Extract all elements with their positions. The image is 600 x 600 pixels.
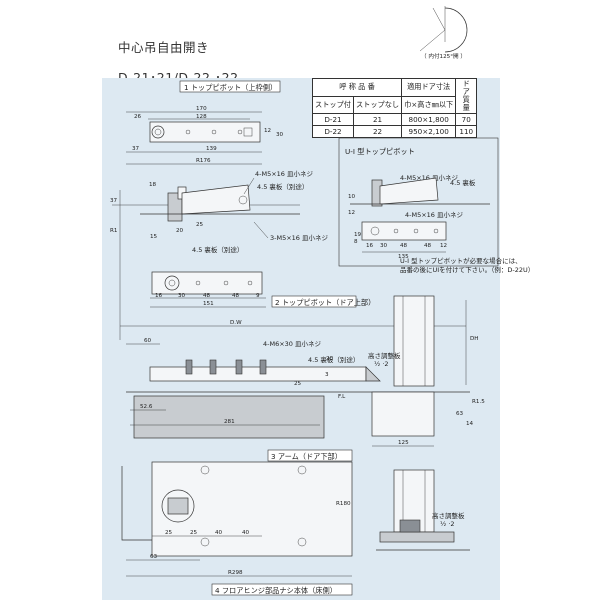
dimension-label: 52.6 [140,404,153,410]
section-3-label: 3 アーム（ドア下部） [271,452,342,461]
door-elevation: D.W DH 60 4-M6×30 皿小ネジ 4.5 裏板（別途） 高さ調整板 … [120,295,485,447]
dimension-label: 25 [196,222,204,228]
dimension-label: 60 [144,338,152,344]
dimension-label: 48 [232,293,240,299]
dimension-label: 170 [196,106,207,112]
dimension-label: 48 [424,243,432,249]
section-4-label: 4 フロアヒンジ部品ナシ本体（床側） [215,586,337,595]
dimension-label: 18 [149,182,157,188]
dimension-label: 15 [150,234,158,240]
dimension-label: ½ ·2 [374,360,389,368]
page-title: 中心吊自由開き [118,40,210,55]
ui-title: U-I 型トップピボット [345,147,415,156]
dimension-label: 4-M5×16 皿小ネジ [255,169,314,178]
dimension-label: R298 [228,570,243,576]
dimension-label: 40 [215,530,223,536]
dimension-label: 139 [206,146,217,152]
dimension-label: 高さ調整板 [432,511,465,520]
table-row: D-21 21 800×1,800 70 [312,113,478,126]
ui-type-top-pivot: U-I 型トップピボット 4-M5×16 皿小ネジ 4.5 裏板 10 12 4… [338,137,534,274]
dimension-label: 高さ調整板 [368,351,401,360]
dimension-label: 3 [325,372,329,378]
dimension-label: 30 [178,293,186,299]
section-1-label: 1 トップピボット（上枠側） [184,83,277,92]
spec-header-door-weight: ド ア 質 量 [455,78,478,114]
dimension-label: 128 [196,114,207,120]
dimension-label: 281 [224,419,235,425]
spec-header-name: 呼 称 品 番 [311,78,403,97]
dimension-label: 3-M5×16 皿小ネジ [270,233,329,242]
dimension-label: DH [470,336,479,342]
dimension-label: 19 [354,232,362,238]
dial-note: （ 内付125°開 ） [421,52,466,60]
dimension-label: 12 [440,243,447,249]
dimension-label: F.L [338,394,346,400]
dimension-label: 48 [400,243,408,249]
dimension-label: 63 [150,554,158,560]
dimension-label: R1 [110,228,118,234]
dimension-label: 10 [348,194,356,200]
dimension-label: 48 [203,293,211,299]
dimension-label: 25 [190,530,198,536]
dimension-label: R1.5 [472,399,485,405]
spec-header-with-stop: ストップ付 [312,95,354,114]
dimension-label: 4-M5×16 皿小ネジ [405,210,464,219]
dimension-label: 135 [398,254,409,260]
dimension-label: 12 [264,128,271,134]
dimension-label: 30 [276,132,284,138]
spec-table: 呼 称 品 番 適用ドア寸法 ド ア 質 量 ストップ付 ストップなし 巾×高さ… [311,78,478,138]
dimension-label: 20 [176,228,184,234]
dimension-label: 9 [256,293,260,299]
spec-header-size-unit: 巾×高さ㎜以下 [401,95,457,114]
dimension-label: 4-M5×16 皿小ネジ [400,173,459,182]
top-pivot-side-view: 37 R1 18 12 15 20 25 4-M5×16 皿小ネジ 4.5 裏板… [110,169,329,340]
dimension-label: 4.5 裏板（別途） [257,182,308,191]
dimension-label: 30 [380,243,388,249]
dimension-label: 37 [132,146,140,152]
dimension-label: 37 [110,198,118,204]
dimension-label: 8 [354,239,358,245]
dimension-label: 4-M6×30 皿小ネジ [263,339,322,348]
dimension-label: ½ ·2 [440,520,455,528]
opening-angle-dial: （ 内付125°開 ） [419,6,468,60]
dimension-label: 20 [326,356,334,362]
dimension-label: 4.5 裏板 [450,178,476,187]
spec-header-without-stop: ストップなし [352,95,403,114]
dimension-label: 14 [466,421,474,427]
dimension-label: 4.5 裏板（別途） [308,355,359,364]
dimension-label: U-I 型トップピボットが必要な場合には、 [400,256,522,265]
table-row: D-22 22 950×2,100 110 [312,125,478,138]
dimension-label: 12 [348,210,355,216]
dimension-label: R176 [196,158,211,164]
spec-header-door-size: 適用ドア寸法 [401,78,457,97]
section-2-label: 2 トップピボット（ドア上部） [275,298,375,307]
dimension-label: 63 [456,411,464,417]
dimension-label: 16 [366,243,374,249]
dimension-label: 4.5 裏板（別途） [192,245,243,254]
dimension-label: R180 [336,501,351,507]
dimension-label: 16 [155,293,163,299]
dimension-label: 25 [165,530,173,536]
dimension-label: 151 [203,301,214,307]
dimension-label: D.W [230,320,242,326]
dimension-label: 26 [134,114,142,120]
dimension-label: 品番の後にUIを付けて下さい。（例：D-22U） [400,265,534,274]
section-3-arm: 3 アーム（ドア下部） R180 25 25 40 40 63 R298 [121,449,353,577]
dimension-label: 25 [294,381,302,387]
section-1-top-pivot-frame: 1 トップピボット（上枠側） 170 128 26 12 30 37 139 R… [126,80,284,165]
adjustment-plate-detail: 高さ調整板 ½ ·2 [376,469,470,551]
section-2-top-pivot-door: 16 30 48 48 9 151 2 トップピボット（ドア上部） [150,271,375,308]
dimension-label: 40 [242,530,250,536]
dimension-label: 125 [398,440,409,446]
